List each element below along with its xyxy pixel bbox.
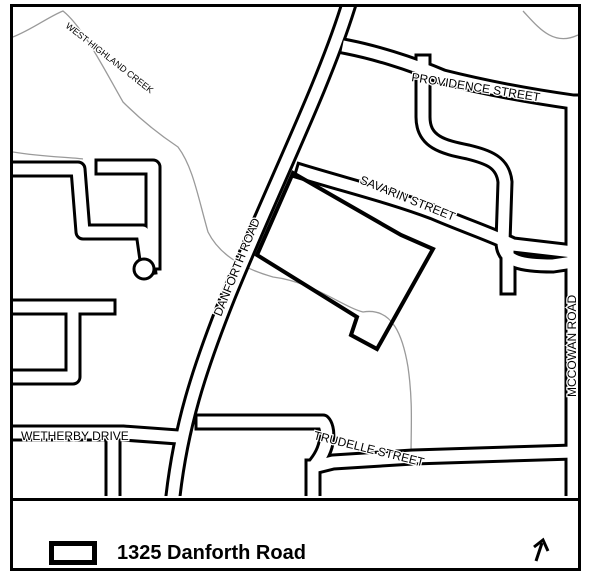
creek-lines	[13, 10, 578, 458]
creek-line-top	[13, 10, 413, 458]
north-arrow-icon	[533, 537, 550, 562]
site-legend-label: 1325 Danforth Road	[117, 542, 306, 564]
creek-line-left	[13, 151, 84, 160]
road-west-block-2	[13, 298, 82, 386]
label-wetherby: WETHERBY DRIVE	[21, 429, 129, 443]
map-frame: WEST HIGHLAND CREEK PROVIDENCE STREET SA…	[10, 4, 581, 571]
label-creek: WEST HIGHLAND CREEK	[64, 21, 156, 96]
label-danforth: DANFORTH ROAD	[211, 216, 263, 318]
legend: 1325 Danforth Road	[13, 498, 578, 568]
road-network	[13, 7, 578, 496]
cul-de-sac	[132, 257, 156, 281]
site-legend-symbol	[49, 541, 97, 565]
label-mccowan: MCCOWAN ROAD	[565, 294, 578, 397]
subject-site-outline	[254, 170, 436, 352]
map-canvas: WEST HIGHLAND CREEK PROVIDENCE STREET SA…	[13, 7, 578, 496]
creek-line-right	[522, 10, 578, 40]
